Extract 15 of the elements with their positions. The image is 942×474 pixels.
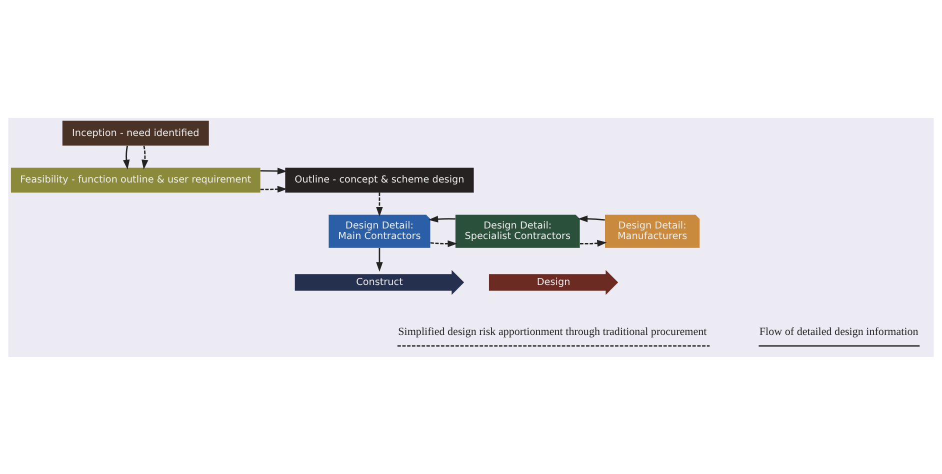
legend-label: Simplified design risk apportionment through traditional procurement <box>398 325 707 338</box>
node-box: Inception - need identified <box>62 120 209 146</box>
arrow <box>428 215 456 222</box>
node-box: Outline - concept & scheme design <box>285 167 474 192</box>
arrow <box>578 214 605 222</box>
legend-label: Flow of detailed design information <box>759 325 918 338</box>
node-box: Feasibility - function outline & user requirement <box>10 167 260 192</box>
arrow <box>260 167 288 174</box>
arrow <box>122 145 130 169</box>
arrow <box>376 247 383 272</box>
arrow <box>142 145 148 169</box>
arrow <box>376 192 383 216</box>
arrow <box>580 239 607 246</box>
arrow <box>430 240 458 247</box>
arrow <box>260 185 288 192</box>
